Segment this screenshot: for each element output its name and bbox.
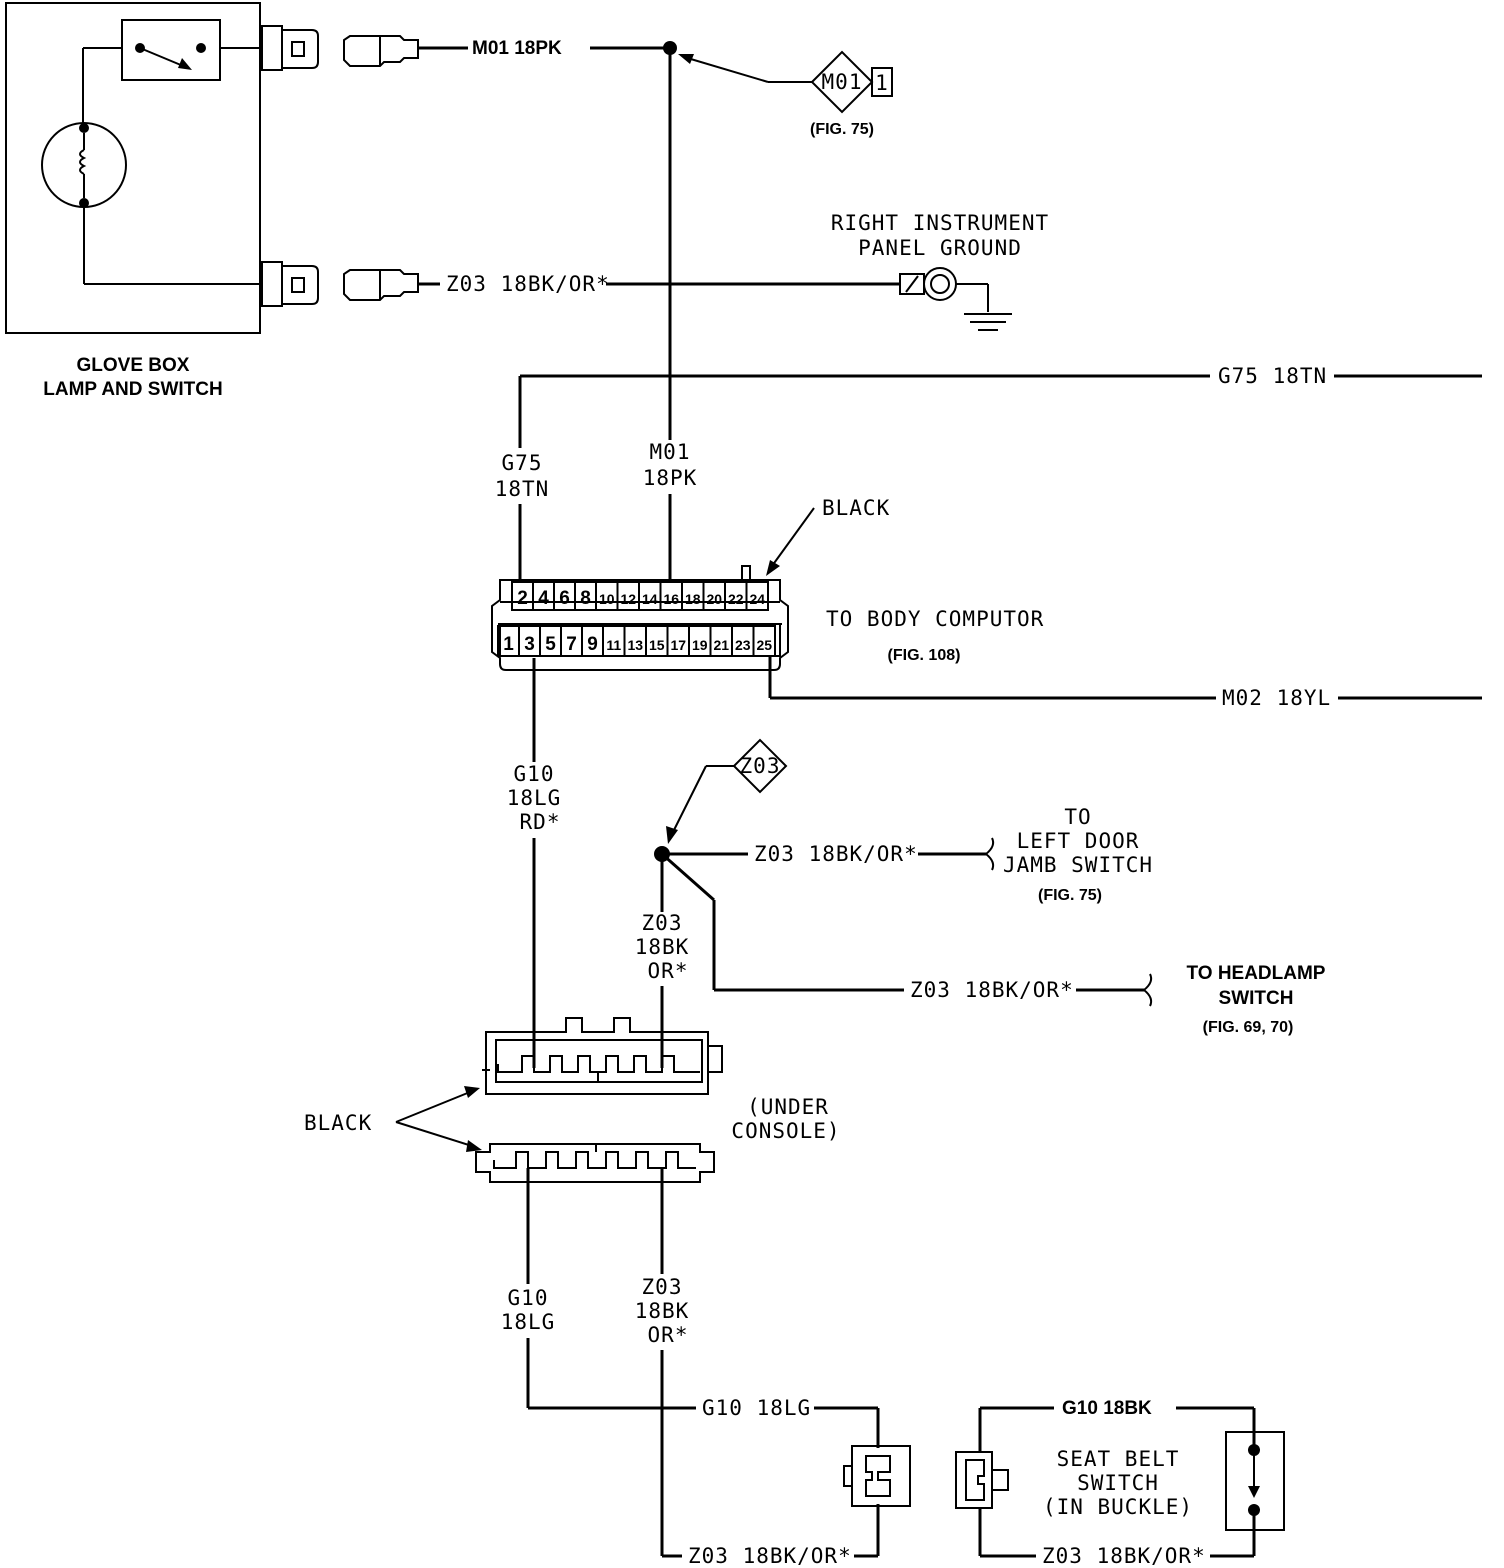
under-console-color-pointer xyxy=(395,1086,482,1152)
headlamp-fig: (FIG. 69, 70) xyxy=(1203,1019,1294,1036)
connector-pin-label: 16 xyxy=(663,591,679,607)
splice-m01: M01 1 xyxy=(678,50,893,114)
wire-label-z03-lower-3: OR* xyxy=(648,1323,689,1347)
glove-box-terminal-top xyxy=(261,25,319,71)
under-console-label-2: CONSOLE) xyxy=(731,1119,840,1143)
connector-pin-label: 17 xyxy=(670,637,686,653)
left-door-fig: (FIG. 75) xyxy=(1038,887,1102,904)
connector-pin-label: 1 xyxy=(503,634,514,655)
connector-pin-label: 21 xyxy=(713,637,729,653)
connector-pin-label: 9 xyxy=(587,634,598,655)
connector-pin-label: 13 xyxy=(627,637,643,653)
wire-label-z03-bottom-left: Z03 18BK/OR* xyxy=(688,1544,852,1568)
connector-pin-label: 2 xyxy=(517,588,528,609)
connector-pin-label: 14 xyxy=(642,591,658,607)
connector-pin-label: 4 xyxy=(538,588,549,609)
wire-label-g75-vert-1: G75 xyxy=(502,451,543,475)
under-console-color: BLACK xyxy=(304,1111,372,1135)
connector-pin-label: 19 xyxy=(692,637,708,653)
glove-box-lamp-switch xyxy=(5,2,262,334)
right-ground-label-1: RIGHT INSTRUMENT xyxy=(831,211,1049,235)
connector-pin-label: 23 xyxy=(735,637,751,653)
body-computer-color: BLACK xyxy=(822,496,890,520)
wire-label-z03-upper-2: 18BK xyxy=(635,935,690,959)
wire-label-m01-top: M01 18PK xyxy=(472,38,562,59)
wire-label-g10-upper-3: RD* xyxy=(520,810,561,834)
connector-pin-label: 3 xyxy=(524,634,535,655)
ground-icon xyxy=(899,267,1012,331)
wire-label-m01-vert-2: 18PK xyxy=(643,466,698,490)
glove-box-terminal-bottom xyxy=(261,261,319,307)
wire-label-z03-lower-2: 18BK xyxy=(635,1299,690,1323)
connector-pin-label: 11 xyxy=(606,637,621,653)
headlamp-label-1: TO HEADLAMP xyxy=(1187,963,1326,984)
seat-belt-receptacle xyxy=(955,1451,1009,1509)
body-computer-color-pointer xyxy=(766,507,815,576)
connector-pin-label: 18 xyxy=(685,591,701,607)
connector-pin-label: 7 xyxy=(566,634,577,655)
under-console-label-1: (UNDER xyxy=(747,1095,829,1119)
body-computer-label: TO BODY COMPUTOR xyxy=(826,607,1044,631)
connector-pin-label: 22 xyxy=(728,591,744,607)
glove-box-label-1: GLOVE BOX xyxy=(77,355,190,376)
wire-label-g10-lower-2: 18LG xyxy=(501,1310,556,1334)
connector-pin-label: 15 xyxy=(649,637,665,653)
wire-label-z03-upper-3: OR* xyxy=(648,959,689,983)
glove-box-plug-top xyxy=(343,35,419,67)
splice-m01-code: M01 xyxy=(822,70,863,94)
left-door-label-3: JAMB SWITCH xyxy=(1003,853,1153,877)
seat-belt-label-3: (IN BUCKLE) xyxy=(1043,1495,1193,1519)
wire-label-z03-headlamp: Z03 18BK/OR* xyxy=(910,978,1074,1002)
wire-label-z03-left-door: Z03 18BK/OR* xyxy=(754,842,918,866)
glove-box-plug-bottom xyxy=(343,269,419,301)
splice-m01-fig: (FIG. 75) xyxy=(810,121,874,138)
wire-label-z03-glove: Z03 18BK/OR* xyxy=(446,272,610,296)
wire-label-m02-right: M02 18YL xyxy=(1222,686,1331,710)
connector-pin-cell xyxy=(752,625,776,657)
connector-pin-label: 12 xyxy=(620,591,636,607)
connector-pin-label: 25 xyxy=(756,637,772,653)
wire-label-g10-upper-1: G10 xyxy=(514,762,555,786)
left-door-label-2: LEFT DOOR xyxy=(1017,829,1140,853)
under-console-connector-upper xyxy=(482,1017,723,1095)
connector-pin-label: 20 xyxy=(706,591,722,607)
connector-pin-label: 8 xyxy=(580,588,591,609)
splice-m01-pin: 1 xyxy=(875,71,889,95)
seat-belt-plug xyxy=(843,1445,911,1507)
wire-label-g10-bottom: G10 18LG xyxy=(702,1396,811,1420)
headlamp-label-2: SWITCH xyxy=(1219,988,1294,1009)
seat-belt-switch xyxy=(1225,1431,1285,1531)
wire-label-z03-bottom-right: Z03 18BK/OR* xyxy=(1042,1544,1206,1568)
glove-box-label-2: LAMP AND SWITCH xyxy=(43,379,222,400)
wire-label-z03-lower-1: Z03 xyxy=(642,1275,683,1299)
body-computer-fig: (FIG. 108) xyxy=(888,647,961,664)
connector-pin-label: 6 xyxy=(559,588,570,609)
wire-label-g10-seatbelt: G10 18BK xyxy=(1062,1398,1152,1419)
wire-label-m01-vert-1: M01 xyxy=(650,440,691,464)
wire-label-z03-upper-1: Z03 xyxy=(642,911,683,935)
seat-belt-label-1: SEAT BELT xyxy=(1057,1447,1180,1471)
splice-z03: Z03 xyxy=(666,738,788,844)
seat-belt-label-2: SWITCH xyxy=(1077,1471,1159,1495)
connector-pin-label: 24 xyxy=(749,591,765,607)
connector-pin-label: 5 xyxy=(545,634,556,655)
wire-label-g75-vert-2: 18TN xyxy=(495,477,550,501)
connector-pin-label: 10 xyxy=(599,591,615,607)
right-ground-label-2: PANEL GROUND xyxy=(858,236,1022,260)
wire-label-g75-right: G75 18TN xyxy=(1218,364,1327,388)
wire-label-g10-upper-2: 18LG xyxy=(507,786,562,810)
connector-pin-cell xyxy=(745,581,769,611)
left-door-label-1: TO xyxy=(1064,805,1091,829)
splice-z03-code: Z03 xyxy=(740,754,781,778)
under-console-connector-lower xyxy=(475,1143,715,1183)
wire-label-g10-lower-1: G10 xyxy=(508,1286,549,1310)
